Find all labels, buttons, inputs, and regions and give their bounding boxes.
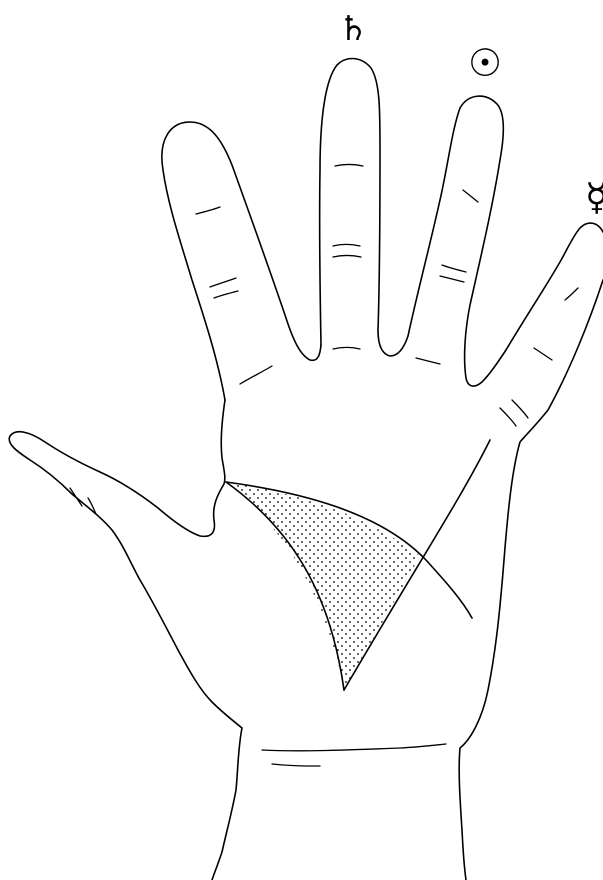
index-finger-outline: [162, 122, 321, 400]
little-finger-outline: [506, 223, 603, 350]
middle-crease-1: [335, 165, 363, 167]
middle-crease-3: [333, 256, 361, 258]
wrist-crease-1: [262, 744, 446, 751]
sun-symbol: ☉: [468, 41, 502, 85]
hand-outline: [9, 59, 603, 880]
ring-crease-3: [440, 276, 464, 282]
middle-finger-outline: [320, 59, 408, 356]
little-crease-1: [565, 288, 578, 300]
little-crease-3: [512, 400, 528, 418]
palm-right-edge: [459, 280, 603, 880]
ring-crease-1: [463, 190, 478, 202]
index-crease-3: [214, 291, 238, 298]
wrist-creases: [262, 744, 446, 766]
palm-base-crease-1: [240, 366, 272, 384]
saturn-symbol: ♄: [338, 9, 368, 49]
ring-crease-4: [416, 358, 440, 364]
wrist-crease-2: [272, 764, 320, 766]
index-crease-1: [196, 207, 220, 214]
little-crease-2: [534, 348, 552, 360]
stippled-triangle: [226, 482, 420, 690]
thumb-crease-1: [70, 488, 82, 506]
palm-left-edge: [9, 400, 242, 880]
mercury-symbol: ☿: [585, 175, 603, 219]
middle-crease-4: [333, 348, 360, 350]
palm-base-crease-2: [500, 408, 516, 426]
middle-crease-2: [333, 245, 360, 247]
ring-finger-outline: [408, 96, 506, 386]
ring-crease-2: [442, 265, 466, 272]
finger-creases: [70, 165, 578, 515]
index-crease-2: [210, 278, 236, 287]
